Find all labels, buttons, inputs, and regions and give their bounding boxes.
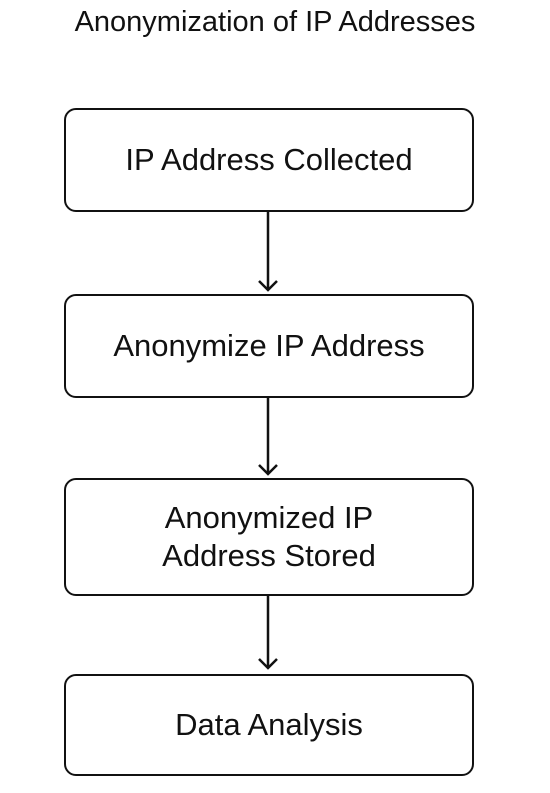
step-label: IP Address Collected [125,142,413,177]
arrow-down-icon [258,596,278,670]
step-box-ip-address-collected: IP Address Collected [64,108,474,212]
step-box-data-analysis: Data Analysis [64,674,474,776]
step-box-anonymize-ip-address: Anonymize IP Address [64,294,474,398]
step-label: Data Analysis [175,707,363,742]
arrow-down-icon [258,398,278,476]
step-label: Anonymize IP Address [113,328,425,363]
arrow-down-icon [258,212,278,292]
step-label: Anonymized IP Address Stored [162,500,376,573]
step-box-anonymized-ip-address-stored: Anonymized IP Address Stored [64,478,474,596]
diagram-title: Anonymization of IP Addresses [74,6,476,38]
